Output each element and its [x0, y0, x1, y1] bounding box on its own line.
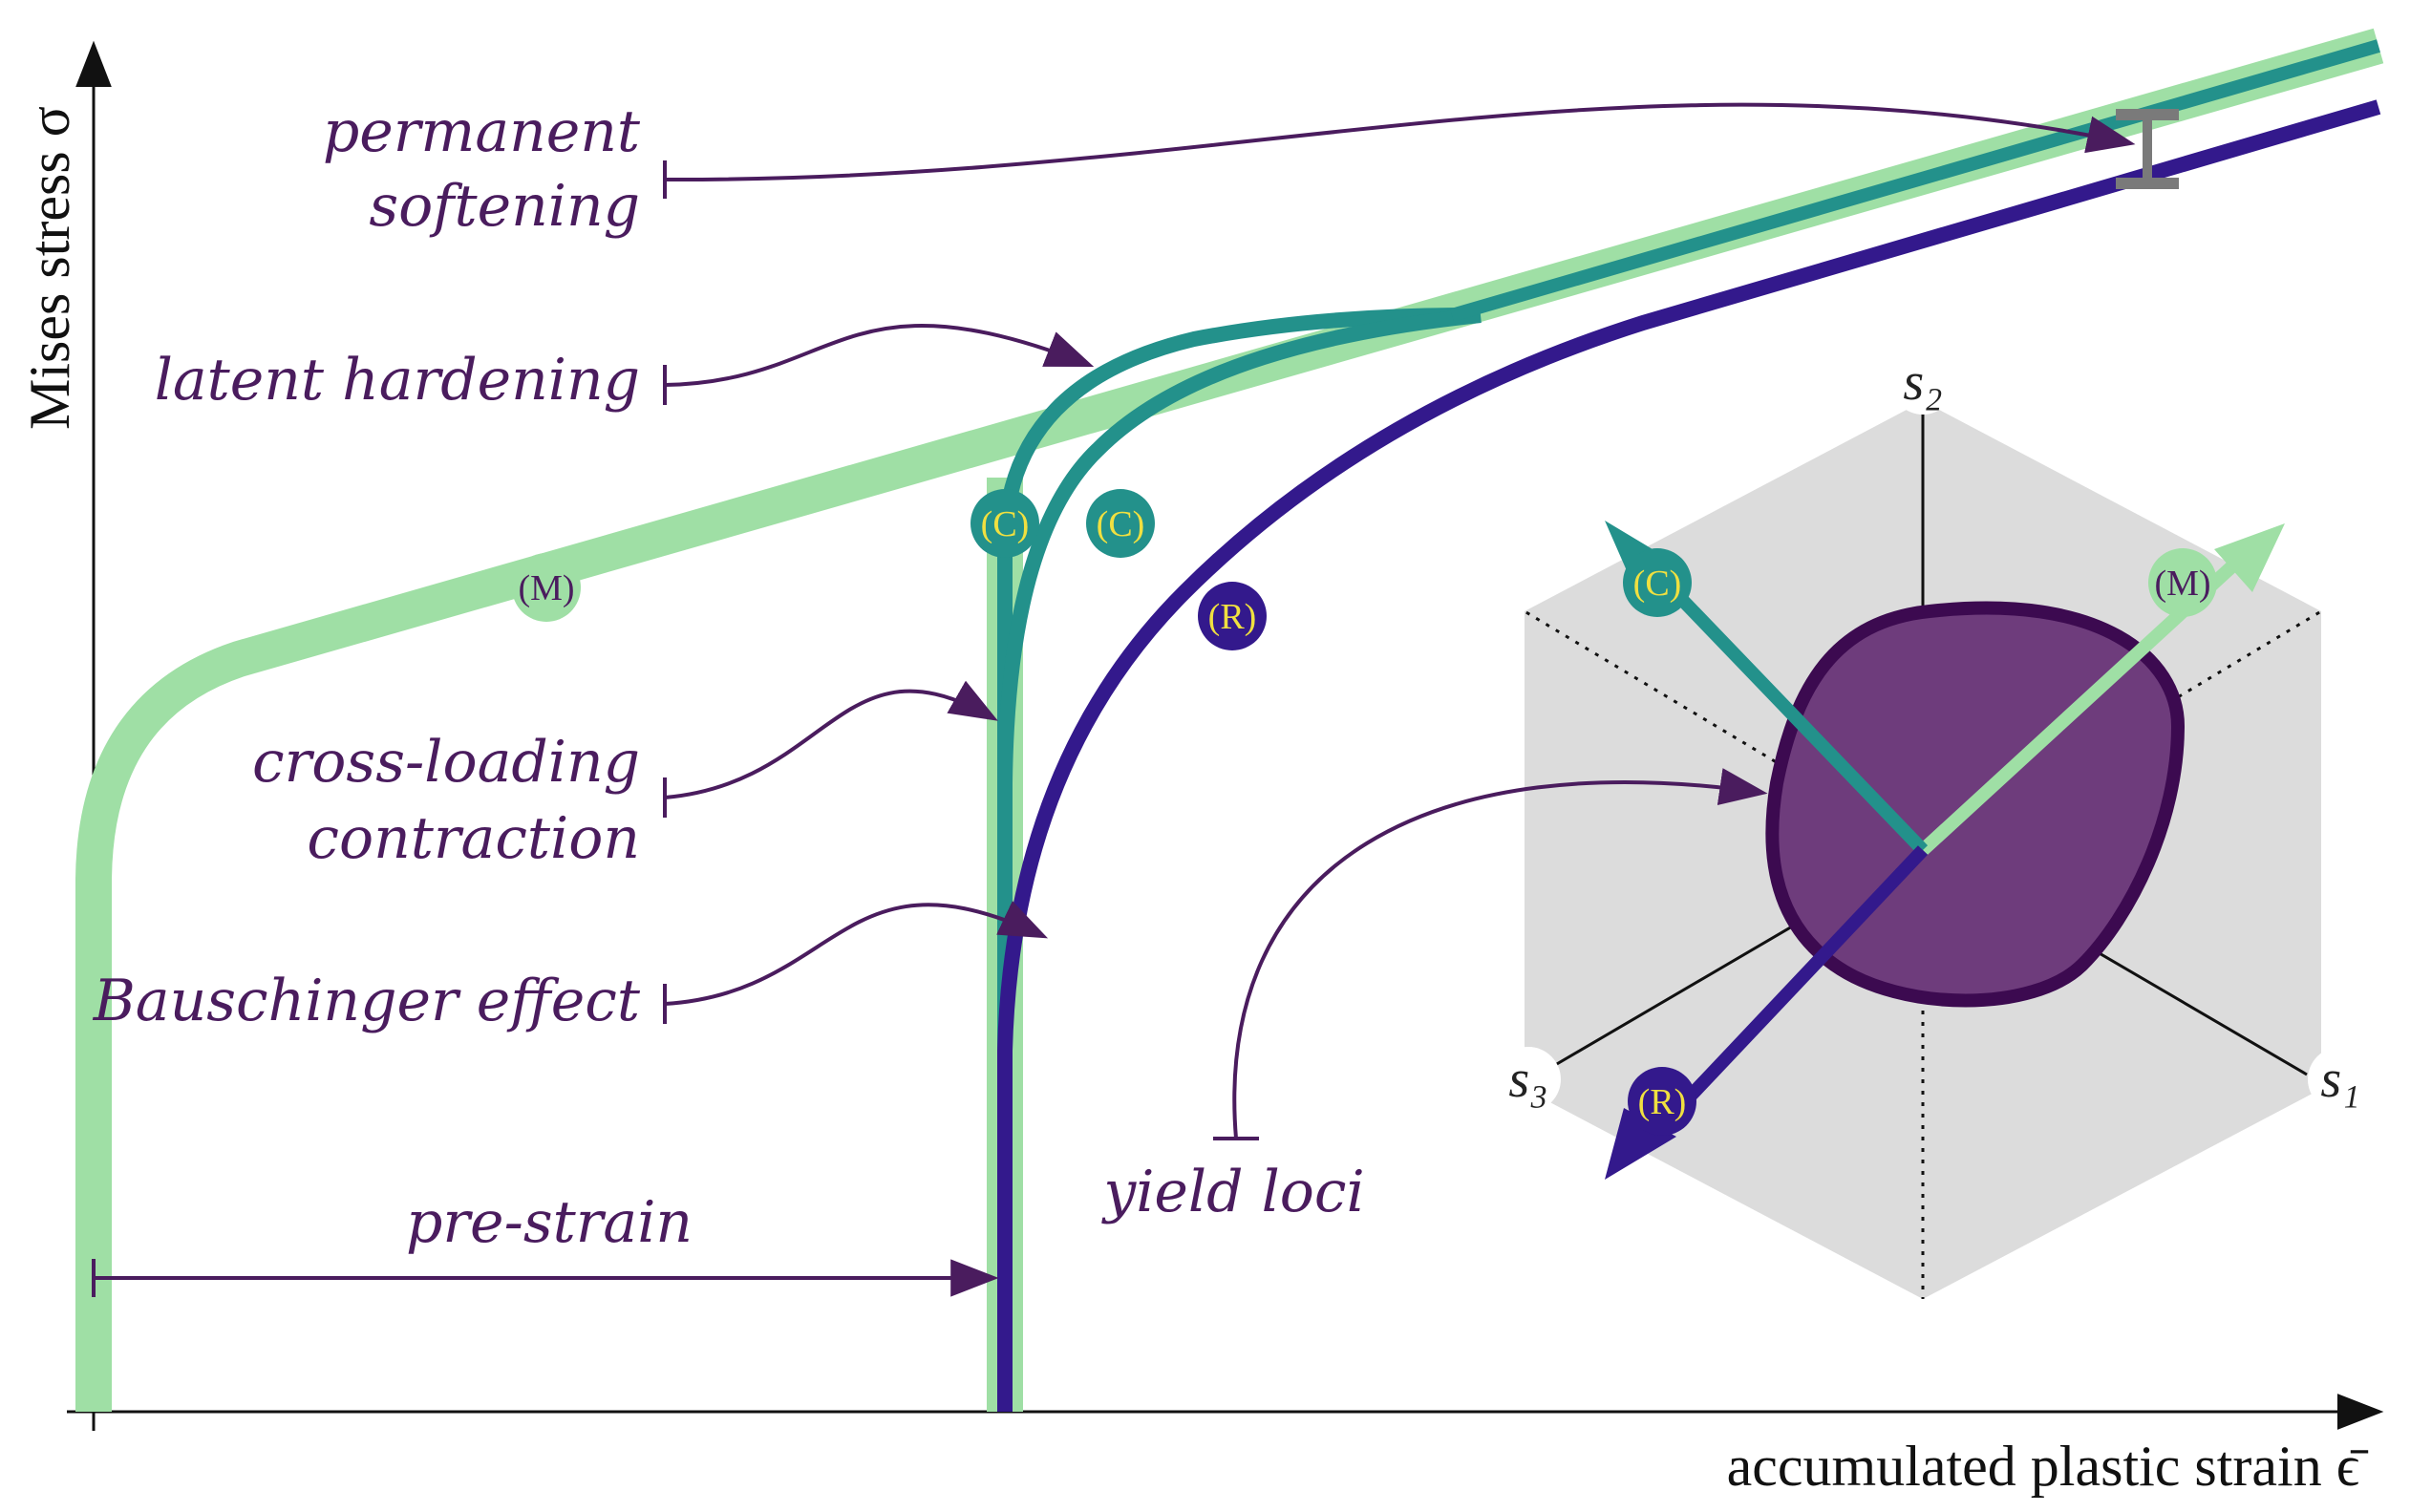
label-s3: s₃	[1508, 1050, 1547, 1109]
anno-prestrain: pre-strain	[406, 1189, 693, 1256]
anno-permanent-arrow	[664, 102, 2136, 182]
badge-m-curve: (M)	[512, 553, 581, 622]
badge-c-curve-2-label: (C)	[1097, 504, 1145, 544]
curve-cross-latent	[997, 308, 1472, 1412]
badge-r-curve-label: (R)	[1208, 597, 1257, 637]
direction-c	[1632, 549, 1929, 855]
anno-yield-arrow	[1232, 768, 1768, 1139]
anno-yield-loci: yield loci	[1100, 1159, 1364, 1225]
anno-cross-line2: contraction	[307, 805, 640, 872]
arrowhead-m	[2214, 523, 2285, 592]
anno-bauschinger-arrow	[664, 901, 1049, 1006]
dotted-axis-neg-s1	[1524, 609, 1924, 852]
anno-latent-arrow	[664, 324, 1095, 387]
label-s2: s₂	[1903, 352, 1942, 412]
badge-m-inset: (M)	[2154, 564, 2210, 604]
curve-cross-continuation	[1450, 39, 2380, 322]
anno-bauschinger: Bauschinger effect	[93, 968, 641, 1034]
label-s1: s₁	[2320, 1050, 2359, 1109]
anno-cross-arrow	[664, 680, 998, 799]
arrowhead-r	[1605, 1108, 1676, 1180]
anno-permanent-line1: permanent	[323, 98, 641, 165]
badge-c-curve-1-label: (C)	[981, 504, 1030, 544]
badge-c-curve-1: (C)	[970, 489, 1039, 558]
badge-m-curve-label: (M)	[518, 568, 574, 608]
curve-monotonic	[75, 28, 2384, 1412]
badge-r-inset: (R)	[1638, 1082, 1687, 1122]
curve-cross-contraction	[997, 308, 1482, 1412]
anno-latent: latent hardening	[155, 347, 640, 414]
curve-reverse	[997, 99, 2381, 1412]
anno-permanent-line2: softening	[369, 173, 640, 240]
y-axis-label: Mises stress σ	[18, 106, 81, 430]
badge-r-curve: (R)	[1198, 582, 1267, 650]
deviatoric-plane: s₂ s₁ s₃ (C) (M) (R)	[1496, 350, 2373, 1299]
badge-c-curve-2: (C)	[1086, 489, 1155, 558]
softening-bar	[2116, 109, 2179, 189]
anno-cross-line1: cross-loading	[252, 729, 640, 796]
badge-c-inset: (C)	[1633, 564, 1682, 604]
x-axis-label: accumulated plastic strain ϵ̄	[1727, 1435, 2369, 1498]
